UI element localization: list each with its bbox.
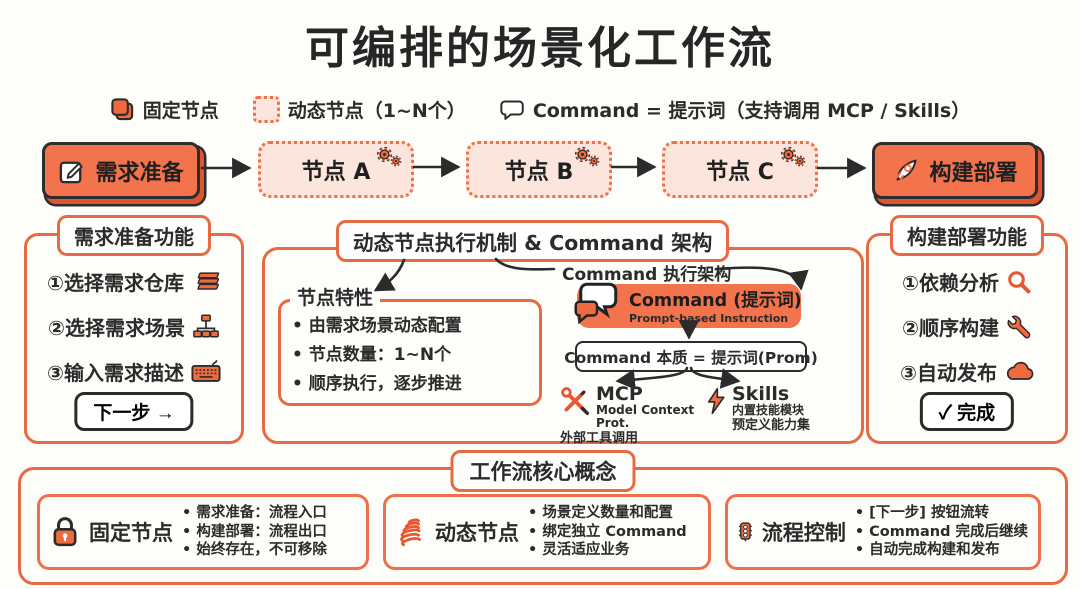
page-title: 可编排的场景化工作流 — [305, 23, 775, 74]
flow-node-c: 节点 C — [662, 141, 818, 198]
card-fixed-nodes: 固定节点 • 需求准备：流程入口 • 构建部署：流程出口 • 始终存在，不可移除 — [37, 494, 369, 570]
feature-label: ③自动发布 — [900, 361, 997, 385]
node-traits-bullets: • 由需求场景动态配置 • 节点数量：1~N个 • 顺序执行，逐步推进 — [292, 312, 462, 399]
traffic-light-icon — [738, 514, 753, 550]
flow-node-a: 节点 A — [258, 141, 414, 198]
command-arch-label: Command 执行架构 — [562, 265, 732, 285]
feature-label: ③输入需求描述 — [47, 361, 184, 385]
trait-bullet: • 节点数量：1~N个 — [292, 345, 452, 365]
legend: 固定节点 动态节点（1~N个） Command = 提示词（支持调用 MCP /… — [0, 96, 1080, 123]
card-dynamic-nodes: 动态节点 • 场景定义数量和配置 • 绑定独立 Command • 灵活适应业务 — [383, 494, 711, 570]
flow-node-b: 节点 B — [466, 141, 612, 198]
skills-name: Skills — [732, 383, 790, 405]
pencil-edit-icon — [58, 156, 87, 185]
spring-icon — [396, 514, 426, 550]
feature-item-build: ②顺序构建 — [869, 312, 1065, 341]
mcp-line1: Model Context Prot. — [596, 403, 695, 430]
gears-icon — [376, 146, 402, 167]
card-title: 动态节点 — [435, 521, 519, 545]
flow-node-end: 构建部署 — [872, 142, 1038, 199]
build-deploy-panel: 构建部署功能 ①依赖分析 ②顺序构建 ③自动发布 ✓ 完成 — [866, 215, 1068, 444]
feature-item-publish: ③自动发布 — [869, 357, 1065, 386]
wrench-icon — [1006, 314, 1032, 340]
feature-label: ②选择需求场景 — [48, 316, 185, 340]
dotted-square-icon — [252, 96, 280, 123]
mcp-line2: 外部工具调用 — [560, 431, 639, 446]
core-concepts-title: 工作流核心概念 — [450, 450, 636, 492]
card-bullet: • Command 完成后继续 — [854, 523, 1028, 540]
card-flow-control: 流程控制 • [下一步] 按钮流转 • Command 完成后继续 • 自动完成… — [725, 494, 1041, 570]
flow-node-start: 需求准备 — [42, 142, 200, 199]
trait-bullet: • 顺序执行，逐步推进 — [292, 374, 462, 394]
crossed-tools-icon — [560, 386, 590, 416]
legend-item-dynamic: 动态节点（1~N个） — [252, 96, 466, 123]
next-step-button[interactable]: 下一步 → — [74, 392, 194, 431]
card-title: 流程控制 — [761, 521, 846, 545]
card-bullet: • 绑定独立 Command — [528, 523, 687, 540]
card-bullet: • 始终存在，不可移除 — [182, 542, 327, 559]
magnifier-icon — [1006, 269, 1032, 295]
skills-line1: 内置技能模块 — [732, 403, 805, 417]
command-highlight-box: Command (提示词) Prompt-based Instruction — [577, 284, 802, 328]
command-essence-box: Command 本质 = 提示词(Prom) — [564, 341, 818, 372]
node-traits-heading: 节点特性 — [290, 283, 381, 310]
mcp-name: MCP — [596, 383, 643, 405]
cloud-icon — [1004, 361, 1034, 382]
feature-label: ①依赖分析 — [902, 271, 999, 295]
card-title: 固定节点 — [89, 521, 173, 545]
card-bullet: • 场景定义数量和配置 — [528, 505, 673, 522]
node-traits-box — [278, 299, 542, 406]
flow-end-label: 构建部署 — [929, 160, 1018, 186]
rocket-icon — [892, 156, 921, 185]
gears-icon — [574, 146, 600, 167]
card-bullets: • 场景定义数量和配置 • 绑定独立 Command • 灵活适应业务 — [528, 504, 687, 560]
dynamic-mechanism-title: 动态节点执行机制 & Command 架构 — [336, 220, 730, 262]
lightning-bolt-icon — [706, 386, 726, 416]
requirements-panel-title: 需求准备功能 — [57, 215, 211, 256]
legend-dynamic-label: 动态节点（1~N个） — [287, 100, 466, 122]
sitemap-icon — [192, 313, 220, 340]
flow-node-a-label: 节点 A — [301, 159, 371, 185]
mcp-block: MCP Model Context Prot. 外部工具调用 — [560, 384, 710, 446]
speech-bubbles-icon — [572, 280, 622, 326]
feature-item-deps: ①依赖分析 — [869, 267, 1065, 296]
skills-block: Skills 内置技能模块 预定义能力集 — [706, 384, 856, 433]
flow-node-c-label: 节点 C — [706, 159, 774, 185]
legend-item-command: Command = 提示词（支持调用 MCP / Skills） — [500, 96, 970, 123]
feature-item-scene: ②选择需求场景 — [27, 312, 241, 341]
keyboard-icon — [191, 360, 221, 383]
flow-node-b-label: 节点 B — [504, 159, 574, 185]
books-icon — [191, 269, 221, 294]
card-bullet: • 自动完成构建和发布 — [854, 542, 1000, 559]
flow-start-label: 需求准备 — [95, 160, 184, 186]
card-bullet: • [下一步] 按钮流转 — [854, 505, 989, 522]
build-deploy-panel-title: 构建部署功能 — [890, 215, 1044, 256]
command-title: Command (提示词) — [629, 291, 802, 311]
core-concepts-panel: 工作流核心概念 固定节点 • 需求准备：流程入口 • 构建部署：流程出口 • 始… — [18, 450, 1068, 585]
card-bullet: • 构建部署：流程出口 — [182, 523, 327, 540]
feature-item-repo: ①选择需求仓库 — [27, 267, 241, 296]
command-subtitle: Prompt-based Instruction — [629, 312, 789, 325]
card-bullets: • [下一步] 按钮流转 • Command 完成后继续 • 自动完成构建和发布 — [855, 504, 1028, 560]
card-bullets: • 需求准备：流程入口 • 构建部署：流程出口 • 始终存在，不可移除 — [182, 504, 327, 560]
card-bullet: • 需求准备：流程入口 — [182, 505, 327, 522]
stacked-square-icon — [110, 97, 135, 122]
feature-item-describe: ③输入需求描述 — [27, 357, 241, 386]
legend-item-fixed: 固定节点 — [110, 96, 219, 123]
feature-label: ①选择需求仓库 — [47, 271, 184, 295]
gears-icon — [780, 146, 806, 167]
skills-line2: 预定义能力集 — [732, 418, 811, 433]
speech-bubble-icon — [500, 99, 525, 121]
requirements-panel: 需求准备功能 ①选择需求仓库 ②选择需求场景 ③输入需求描述 下一步 → — [24, 215, 244, 444]
legend-fixed-label: 固定节点 — [142, 100, 219, 122]
feature-label: ②顺序构建 — [902, 316, 999, 340]
lock-icon — [50, 514, 80, 550]
trait-bullet: • 由需求场景动态配置 — [292, 316, 462, 336]
done-button[interactable]: ✓ 完成 — [919, 392, 1015, 431]
card-bullet: • 灵活适应业务 — [528, 542, 630, 559]
legend-command-label: Command = 提示词（支持调用 MCP / Skills） — [532, 100, 971, 122]
